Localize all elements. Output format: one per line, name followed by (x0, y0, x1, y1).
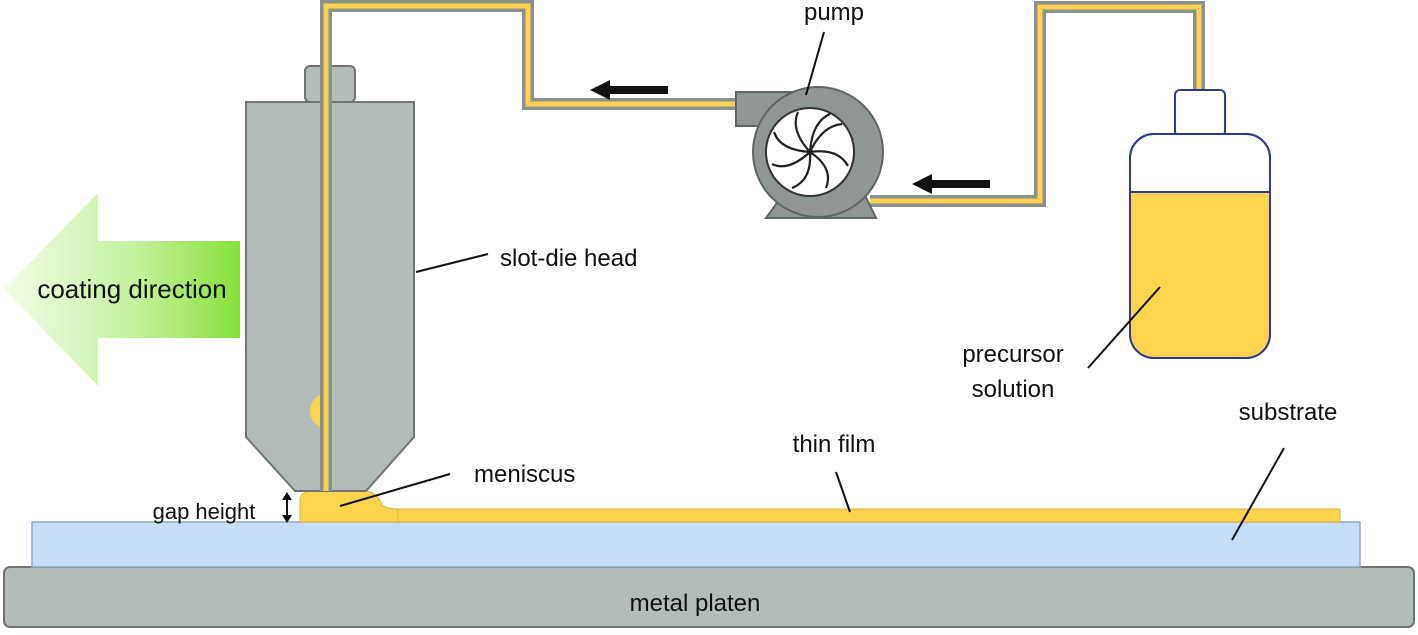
pump (735, 86, 884, 219)
slot-die-head-leader (415, 253, 489, 273)
flow-arrow-bottom (912, 174, 990, 194)
meniscus-label: meniscus (474, 461, 575, 488)
substrate-label: substrate (1239, 399, 1338, 426)
coating-direction-label: coating direction (37, 274, 226, 304)
meniscus (299, 490, 399, 523)
feed-tubing (320, 0, 1205, 491)
precursor-solution-leader (1087, 286, 1161, 369)
precursor-bottle (1129, 89, 1271, 359)
leader-lines (339, 31, 1285, 541)
pump-label: pump (804, 0, 864, 26)
flow-arrow-top (590, 80, 668, 100)
metal-platen-label: metal platen (630, 590, 761, 617)
precursor-solution-label-line2: solution (972, 376, 1055, 403)
precursor-solution-fill (1131, 192, 1269, 357)
substrate-leader (1231, 447, 1285, 541)
precursor-solution-label-line1: precursor (962, 341, 1063, 368)
slot-die-head-label: slot-die head (500, 245, 637, 272)
substrate (31, 521, 1361, 568)
thin-film-leader (835, 471, 851, 513)
impeller-blades (771, 111, 849, 190)
gap-height-indicator (282, 492, 292, 523)
thin-film (379, 508, 1341, 523)
metal-platen: metal platen (3, 566, 1415, 628)
coating-direction-arrow: coating direction (4, 193, 240, 386)
pump-leader (805, 31, 825, 96)
thin-film-label: thin film (793, 431, 876, 458)
gap-height-label: gap height (153, 499, 256, 524)
meniscus-leader (339, 473, 451, 507)
